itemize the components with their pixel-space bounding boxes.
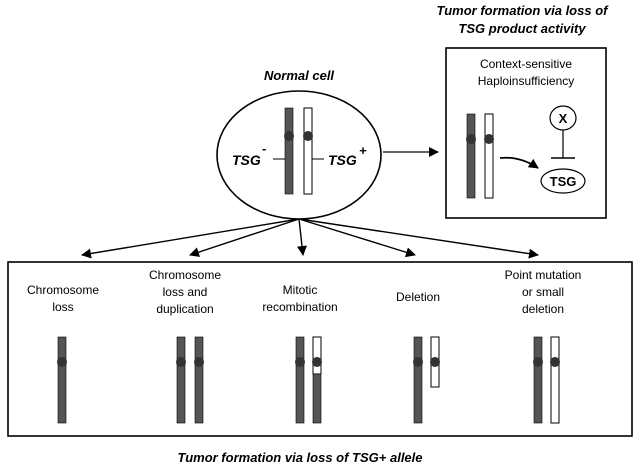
outcome-1-centromere (57, 357, 67, 367)
haplo-label-line2: Haploinsufficiency (478, 74, 575, 88)
outcome-3-chromosome-recombined-top (312, 336, 322, 375)
outcome-3-centromere-a (295, 357, 305, 367)
tsg-node (540, 168, 586, 194)
arrow-to-outcome-4 (298, 218, 416, 258)
normal-cell-chromosome-light (303, 107, 313, 195)
normal-cell-centromere-2 (303, 131, 313, 141)
outcome-5-label-line1: Point mutation (505, 268, 582, 282)
outcome-4-centromere-a (413, 357, 423, 367)
outcome-5-chromosome-light (550, 336, 560, 424)
outcome-1-chromosome (57, 336, 67, 424)
haplo-centromere-1 (466, 134, 476, 144)
normal-cell-chromosome-dark (284, 107, 294, 195)
tsg-plus-superscript: + (359, 143, 367, 158)
arrow-to-outcome-5 (298, 218, 539, 259)
tsg-minus-superscript: - (262, 141, 266, 156)
outcome-5-label-line3: deletion (522, 302, 564, 316)
outcome-5-label-line2: or small (522, 285, 564, 299)
outcome-1-label-line2: loss (52, 300, 73, 314)
haplo-label-line1: Context-sensitive (480, 57, 572, 71)
outcome-5-chromosome-dark (533, 336, 543, 424)
outcome-4-centromere-b (430, 357, 440, 367)
outcome-2-label-line3: duplication (156, 302, 213, 316)
tsg-plus-label: TSG (328, 152, 357, 168)
haplo-chromosome-light (484, 113, 494, 199)
x-node-label: X (559, 111, 568, 126)
outcome-2-label-line2: loss and (163, 285, 208, 299)
top-right-title-line1: Tumor formation via loss of (437, 3, 610, 18)
outcome-4-label-line1: Deletion (396, 290, 440, 304)
arrow-to-outcome-3 (297, 218, 307, 256)
arrow-to-outcome-2 (189, 218, 300, 257)
outcome-2-centromere-b (194, 357, 204, 367)
outcome-1-label-line1: Chromosome (27, 283, 99, 297)
outcome-5-centromere-b (550, 357, 560, 367)
normal-cell-title: Normal cell (264, 68, 334, 83)
haplo-centromere-2 (484, 134, 494, 144)
outcome-3-centromere-b (312, 357, 322, 367)
outcome-3-chromosome-dark (295, 336, 305, 424)
outcome-3-label-line2: recombination (262, 300, 337, 314)
outcome-3-label-line1: Mitotic (283, 283, 318, 297)
haplo-chromosome-dark (466, 113, 476, 199)
outcome-5-centromere-a (533, 357, 543, 367)
tsg-node-label: TSG (550, 174, 577, 189)
outcome-2-chromosome-b (194, 336, 204, 424)
normal-cell-centromere-1 (284, 131, 294, 141)
outcome-3-chromosome-recombined-bottom (312, 373, 322, 424)
tsg-minus-label: TSG (232, 152, 261, 168)
curved-arrow-to-tsg (499, 156, 539, 169)
outcome-2-centromere-a (176, 357, 186, 367)
bottom-title: Tumor formation via loss of TSG+ allele (177, 450, 422, 465)
arrow-to-outcome-1 (81, 218, 300, 259)
outcome-2-chromosome-a (176, 336, 186, 424)
top-right-title-line2: TSG product activity (458, 21, 586, 36)
outcome-4-chromosome-dark (413, 336, 423, 424)
outcome-2-label-line1: Chromosome (149, 268, 221, 282)
